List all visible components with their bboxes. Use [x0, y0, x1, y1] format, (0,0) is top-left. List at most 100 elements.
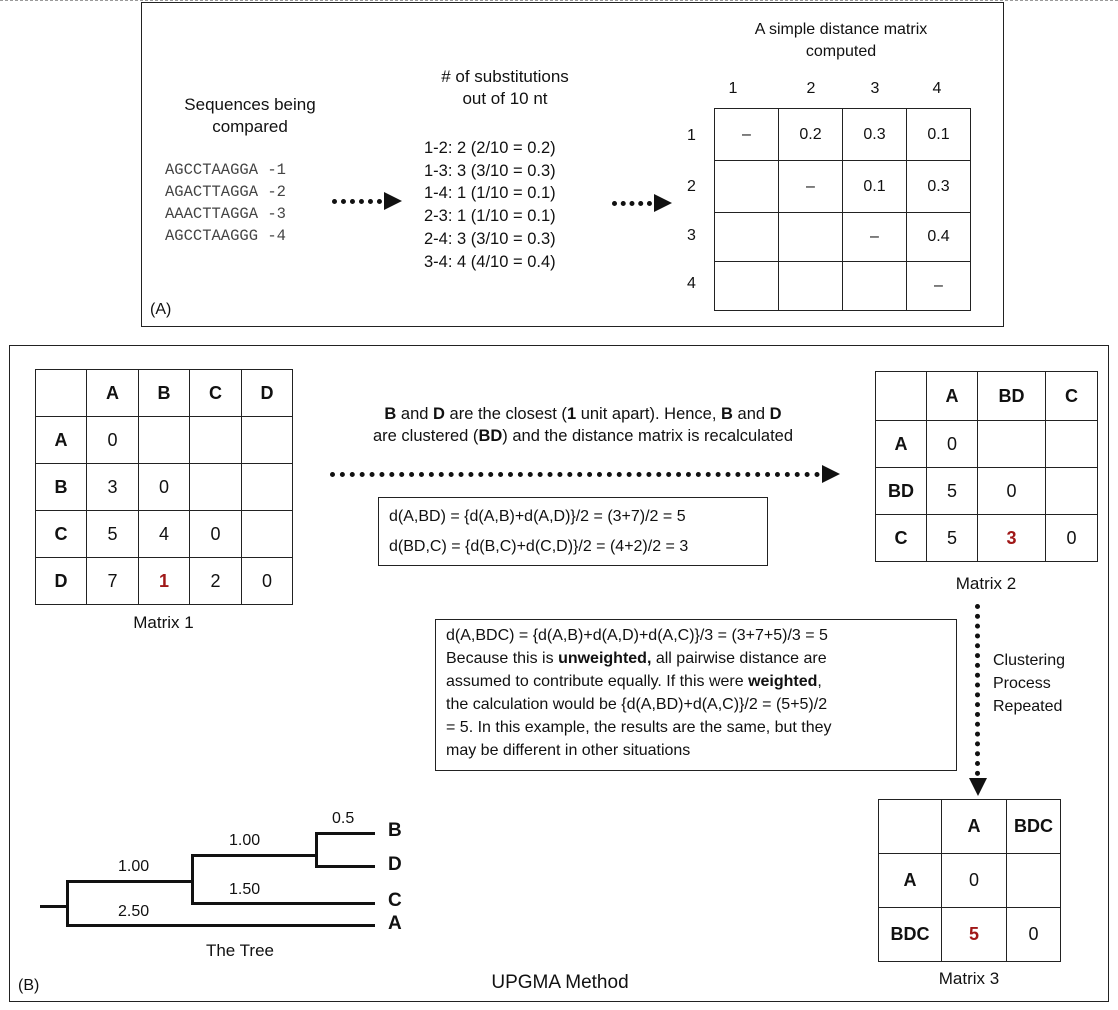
matrix-cell: 0: [977, 467, 1046, 515]
col-header: 3: [870, 80, 880, 97]
matrix-cell: 0: [189, 510, 242, 558]
clustering-label: Clustering Process Repeated: [993, 649, 1093, 718]
arrow-right-icon: [654, 194, 672, 212]
explanation-line: the calculation would be {d(A,BD)+d(A,C)…: [446, 696, 828, 713]
bold-text: 1: [566, 405, 577, 423]
matrix-cell: 0: [241, 557, 293, 605]
row-header: 3: [687, 227, 696, 244]
matrix-row: – 0.1 0.3: [714, 160, 971, 213]
clustering-label-line: Repeated: [993, 698, 1063, 715]
matrix-row: C 5 3 0: [875, 514, 1098, 562]
matrix-row-header: B: [35, 463, 87, 511]
bold-text: D: [769, 405, 782, 423]
matrix-row-header: BDC: [878, 907, 942, 962]
tree-caption: The Tree: [205, 941, 275, 960]
sequence-item: AGACTTAGGA -2: [165, 183, 286, 201]
branch-length: 2.50: [118, 903, 150, 920]
formula-line: d(A,BD) = {d(A,B)+d(A,D)}/2 = (3+7)/2 = …: [389, 508, 686, 525]
matrix-cell: 3: [86, 463, 139, 511]
cluster-note-line1: B and D are the closest (1 unit apart). …: [318, 403, 848, 425]
matrix-cell: [241, 463, 293, 511]
matrix-cell: 0.1: [906, 108, 971, 161]
matrix-cell: [189, 416, 242, 464]
arrow-right-icon: [822, 465, 840, 483]
panel-a: [141, 2, 1004, 327]
substitution-item: 1-4: 1 (1/10 = 0.1): [424, 184, 556, 203]
bold-text: unweighted,: [558, 650, 652, 667]
matrix-cell: 0: [138, 463, 190, 511]
matrix-cell: [977, 420, 1046, 468]
tree-leaf: A: [388, 913, 402, 934]
bold-text: B: [384, 405, 397, 423]
matrix-cell: 0: [941, 853, 1007, 908]
note-text: Because this is: [446, 650, 559, 667]
method-title: UPGMA Method: [491, 972, 629, 993]
arrow-down-icon: [969, 778, 987, 796]
matrix-cell: [241, 416, 293, 464]
tree-bd-vertical: [315, 832, 318, 867]
matrix-col-header: A: [941, 799, 1007, 854]
matrix-row-header: A: [875, 420, 927, 468]
matrix-col-header: BDC: [1006, 799, 1061, 854]
substitution-item: 1-2: 2 (2/10 = 0.2): [424, 139, 556, 157]
matrix-cell: [1006, 853, 1061, 908]
matrix-2-caption: Matrix 2: [955, 574, 1017, 593]
matrix-cell: 0: [1006, 907, 1061, 962]
matrix-row: –: [714, 261, 971, 311]
sequence-item: AGCCTAAGGA -1: [165, 161, 286, 179]
matrix-cell: [189, 463, 242, 511]
tree-root-stem: [40, 905, 67, 908]
matrix-cell: 0.2: [778, 108, 843, 161]
matrix-cell: [842, 261, 907, 311]
bold-text: D: [433, 405, 445, 423]
matrix-2: A BD C A 0 BD 5 0 C 5 3 0: [875, 371, 1098, 562]
sequences-title: Sequences being compared: [160, 94, 340, 138]
matrix-row: BD 5 0: [875, 467, 1098, 515]
substitution-item: 2-4: 3 (3/10 = 0.3): [424, 229, 556, 248]
distance-matrix: – 0.2 0.3 0.1 – 0.1 0.3 – 0.4 –: [714, 108, 971, 311]
matrix-row: D 7 1 2 0: [35, 557, 293, 605]
substitutions-title: # of substitutions out of 10 nt: [405, 66, 605, 110]
tree-branch-bdc: [66, 880, 193, 883]
substitutions-title-line2: out of 10 nt: [462, 89, 548, 108]
tree-branch-bd: [191, 854, 317, 857]
branch-length: 1.00: [118, 858, 150, 875]
matrix-cell: [875, 371, 927, 421]
sequences-title-line1: Sequences being: [184, 95, 316, 114]
note-text: unit apart). Hence,: [576, 405, 722, 423]
matrix-row: A 0: [875, 420, 1098, 468]
matrix-cell: 0.3: [842, 108, 907, 161]
matrix-cell: 4: [138, 510, 190, 558]
matrix-cell: –: [778, 160, 843, 213]
matrix-cell: [35, 369, 87, 417]
matrix-row-header: D: [35, 557, 87, 605]
row-header: 2: [687, 178, 696, 195]
branch-length: 1.00: [229, 832, 261, 849]
matrix-cell: 5: [86, 510, 139, 558]
note-text: ,: [817, 673, 822, 690]
matrix-cell: [138, 416, 190, 464]
matrix-row: A 0: [35, 416, 293, 464]
matrix-row: – 0.4: [714, 212, 971, 262]
bold-text: weighted: [748, 673, 818, 690]
matrix-cell: [714, 212, 779, 262]
bold-text: B: [721, 405, 733, 423]
matrix-header-row: A BD C: [875, 371, 1098, 421]
matrix-col-header: A: [926, 371, 978, 421]
matrix-cell: 0.4: [906, 212, 971, 262]
note-text: ) and the distance matrix is recalculate…: [502, 427, 794, 445]
formula-box: d(A,BD) = {d(A,B)+d(A,D)}/2 = (3+7)/2 = …: [378, 497, 768, 566]
sequences-title-line2: compared: [212, 117, 288, 136]
note-text: all pairwise distance are: [651, 650, 827, 667]
matrix-row-header: C: [35, 510, 87, 558]
matrix-row-header: A: [878, 853, 942, 908]
substitution-item: 2-3: 1 (1/10 = 0.1): [424, 207, 556, 226]
matrix-cell: 0.1: [842, 160, 907, 213]
matrix-cell: [1045, 420, 1098, 468]
matrix-title-line2: computed: [805, 43, 877, 60]
tree-branch-b: [315, 832, 375, 835]
note-text: are clustered (: [372, 427, 479, 445]
tree-branch-a: [66, 924, 375, 927]
tree-root-vertical: [66, 880, 69, 926]
bold-text: BD: [478, 427, 503, 445]
